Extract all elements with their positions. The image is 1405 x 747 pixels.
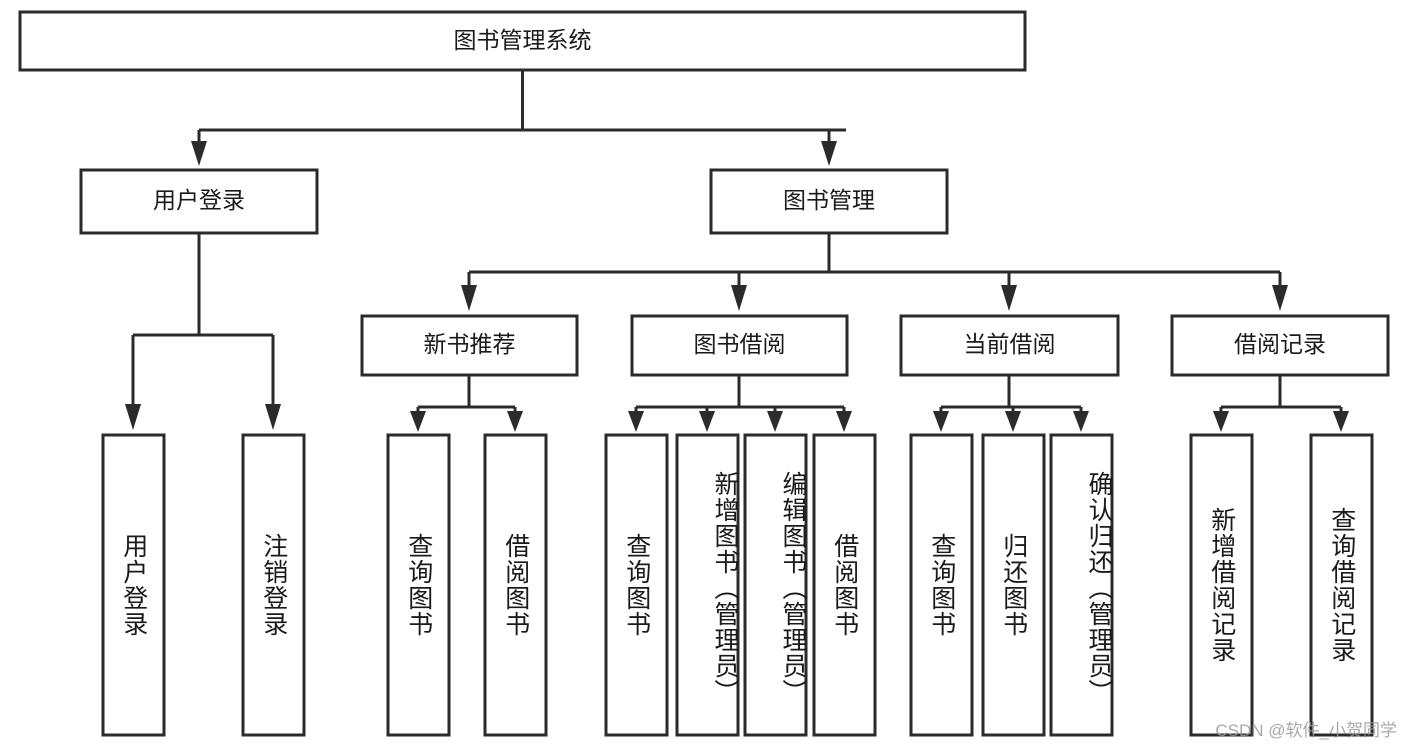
node-user-login-box[interactable] — [79, 168, 319, 235]
connector-group-book-borrow — [628, 375, 852, 432]
node-root-box[interactable] — [18, 10, 1027, 72]
leaf-box-confirm-return[interactable] — [1049, 433, 1114, 737]
arrow-head-book-mgmt — [821, 141, 837, 166]
leaf-box-group — [101, 433, 1374, 737]
arrow-head-leaf-edit-book — [767, 411, 783, 432]
connector-group-new-book-rec — [410, 375, 523, 432]
node-borrow-record[interactable]: 借阅记录 — [1170, 314, 1390, 377]
connector-group-root — [191, 70, 846, 166]
arrow-head-leaf-add-book — [699, 411, 715, 432]
arrow-head-leaf-add-borrow-record — [1213, 411, 1229, 432]
leaf-box-logout[interactable] — [241, 433, 306, 737]
leaf-box-borrow-book-rec[interactable] — [483, 433, 548, 737]
node-new-book-recommend[interactable]: 新书推荐 — [360, 314, 579, 377]
node-current-borrow[interactable]: 当前借阅 — [899, 314, 1120, 377]
arrow-head-borrow-record — [1272, 285, 1288, 311]
node-borrow-record-label: 借阅记录 — [1234, 331, 1326, 357]
node-user-login[interactable]: 用户登录 — [79, 168, 319, 235]
arrow-head-leaf-query-book-2 — [628, 411, 644, 432]
arrow-head-new-book-rec — [461, 285, 477, 311]
csdn-watermark: CSDN @软件_小贺同学 — [1215, 721, 1397, 740]
leaf-box-add-book[interactable] — [675, 433, 740, 737]
node-book-management[interactable]: 图书管理 — [709, 168, 949, 235]
node-current-borrow-box[interactable] — [899, 314, 1120, 377]
connector-group-book-mgmt — [461, 233, 1288, 311]
arrow-head-leaf-confirm-return — [1073, 411, 1089, 432]
leaf-box-query-borrow-record[interactable] — [1309, 433, 1374, 737]
node-borrow-record-box[interactable] — [1170, 314, 1390, 377]
arrow-head-leaf-return-book — [1005, 411, 1021, 432]
arrow-head-leaf-query-book-3 — [933, 411, 949, 432]
leaf-box-query-book-borrow[interactable] — [604, 433, 669, 737]
arrow-head-book-borrow — [731, 285, 747, 311]
leaf-box-borrow-book[interactable] — [812, 433, 877, 737]
leaf-box-user-login[interactable] — [101, 433, 166, 737]
node-book-management-box[interactable] — [709, 168, 949, 235]
node-user-login-label: 用户登录 — [153, 187, 245, 213]
arrow-head-leaf-user-login — [125, 404, 141, 430]
leaf-box-return-book[interactable] — [981, 433, 1046, 737]
arrow-head-leaf-borrow-book-2 — [836, 411, 852, 432]
arrow-head-user-login — [191, 141, 207, 166]
leaf-box-add-borrow-record[interactable] — [1189, 433, 1254, 737]
leaf-box-query-book-rec[interactable] — [386, 433, 451, 737]
arrow-head-leaf-query-borrow-record — [1333, 411, 1349, 432]
node-new-book-recommend-box[interactable] — [360, 314, 579, 377]
node-book-borrow-label: 图书借阅 — [694, 331, 786, 357]
node-root[interactable]: 图书管理系统 — [18, 10, 1027, 72]
node-book-borrow-box[interactable] — [630, 314, 849, 377]
arrow-head-leaf-query-book-1 — [410, 411, 426, 432]
leaf-box-edit-book[interactable] — [743, 433, 808, 737]
connector-group-current-borrow — [933, 375, 1089, 432]
node-book-management-label: 图书管理 — [783, 187, 875, 213]
leaf-box-query-book-current[interactable] — [909, 433, 974, 737]
node-root-label: 图书管理系统 — [454, 27, 592, 53]
connector-group-user-login — [125, 233, 281, 430]
arrow-head-leaf-logout — [265, 404, 281, 430]
node-current-borrow-label: 当前借阅 — [964, 331, 1056, 357]
node-new-book-recommend-label: 新书推荐 — [424, 331, 516, 357]
arrow-head-leaf-borrow-book-1 — [507, 411, 523, 432]
node-book-borrow[interactable]: 图书借阅 — [630, 314, 849, 377]
arrow-head-current-borrow — [1001, 285, 1017, 311]
connector-group-borrow-record — [1213, 375, 1349, 432]
